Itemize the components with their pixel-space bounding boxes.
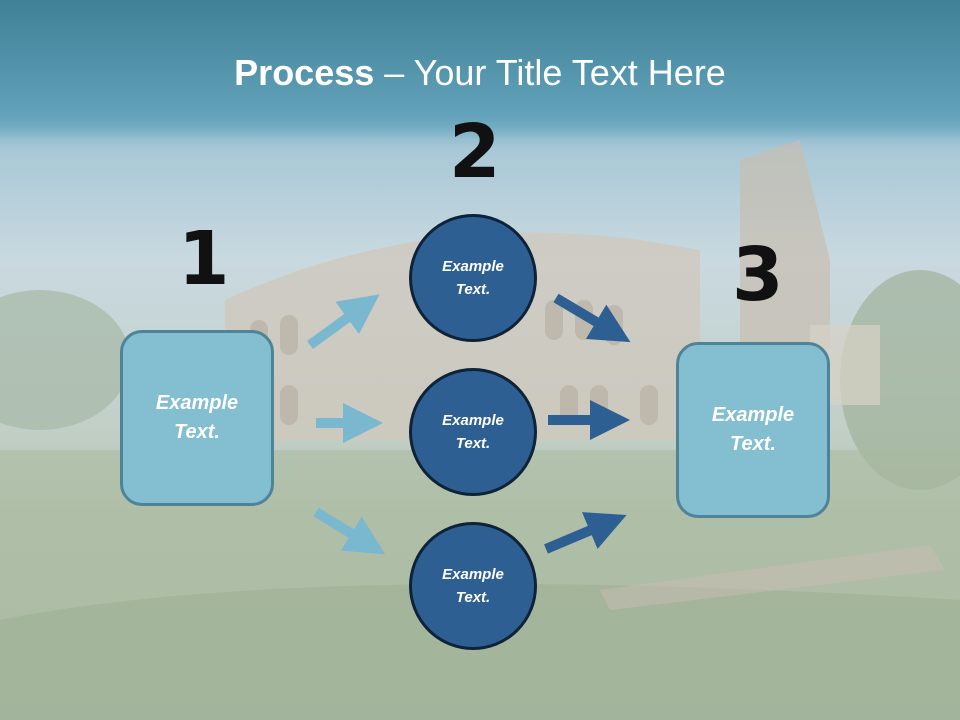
step-number-1: 1 (178, 216, 230, 302)
circle-top[interactable]: Example Text. (409, 214, 537, 342)
right-box[interactable]: Example Text. (676, 342, 830, 518)
title-band (0, 0, 960, 140)
step-number-2: 2 (449, 109, 501, 195)
circle-top-text: Example Text. (442, 258, 504, 298)
arrow-2c-to-3 (544, 512, 627, 554)
title-rest: – Your Title Text Here (374, 52, 726, 93)
arrow-1-to-2a (307, 294, 380, 350)
circle-bottom-text: Example Text. (442, 566, 504, 606)
slide-title: Process – Your Title Text Here (0, 52, 960, 94)
circle-middle-text: Example Text. (442, 412, 504, 452)
circle-bottom[interactable]: Example Text. (409, 522, 537, 650)
arrow-1-to-2c (313, 507, 386, 555)
circle-middle[interactable]: Example Text. (409, 368, 537, 496)
arrow-2a-to-3 (553, 293, 631, 343)
title-bold: Process (234, 52, 375, 93)
left-box[interactable]: Example Text. (120, 330, 274, 506)
left-box-text: Example Text. (155, 392, 239, 443)
right-box-text: Example Text. (711, 404, 795, 455)
step-number-3: 3 (732, 232, 784, 318)
